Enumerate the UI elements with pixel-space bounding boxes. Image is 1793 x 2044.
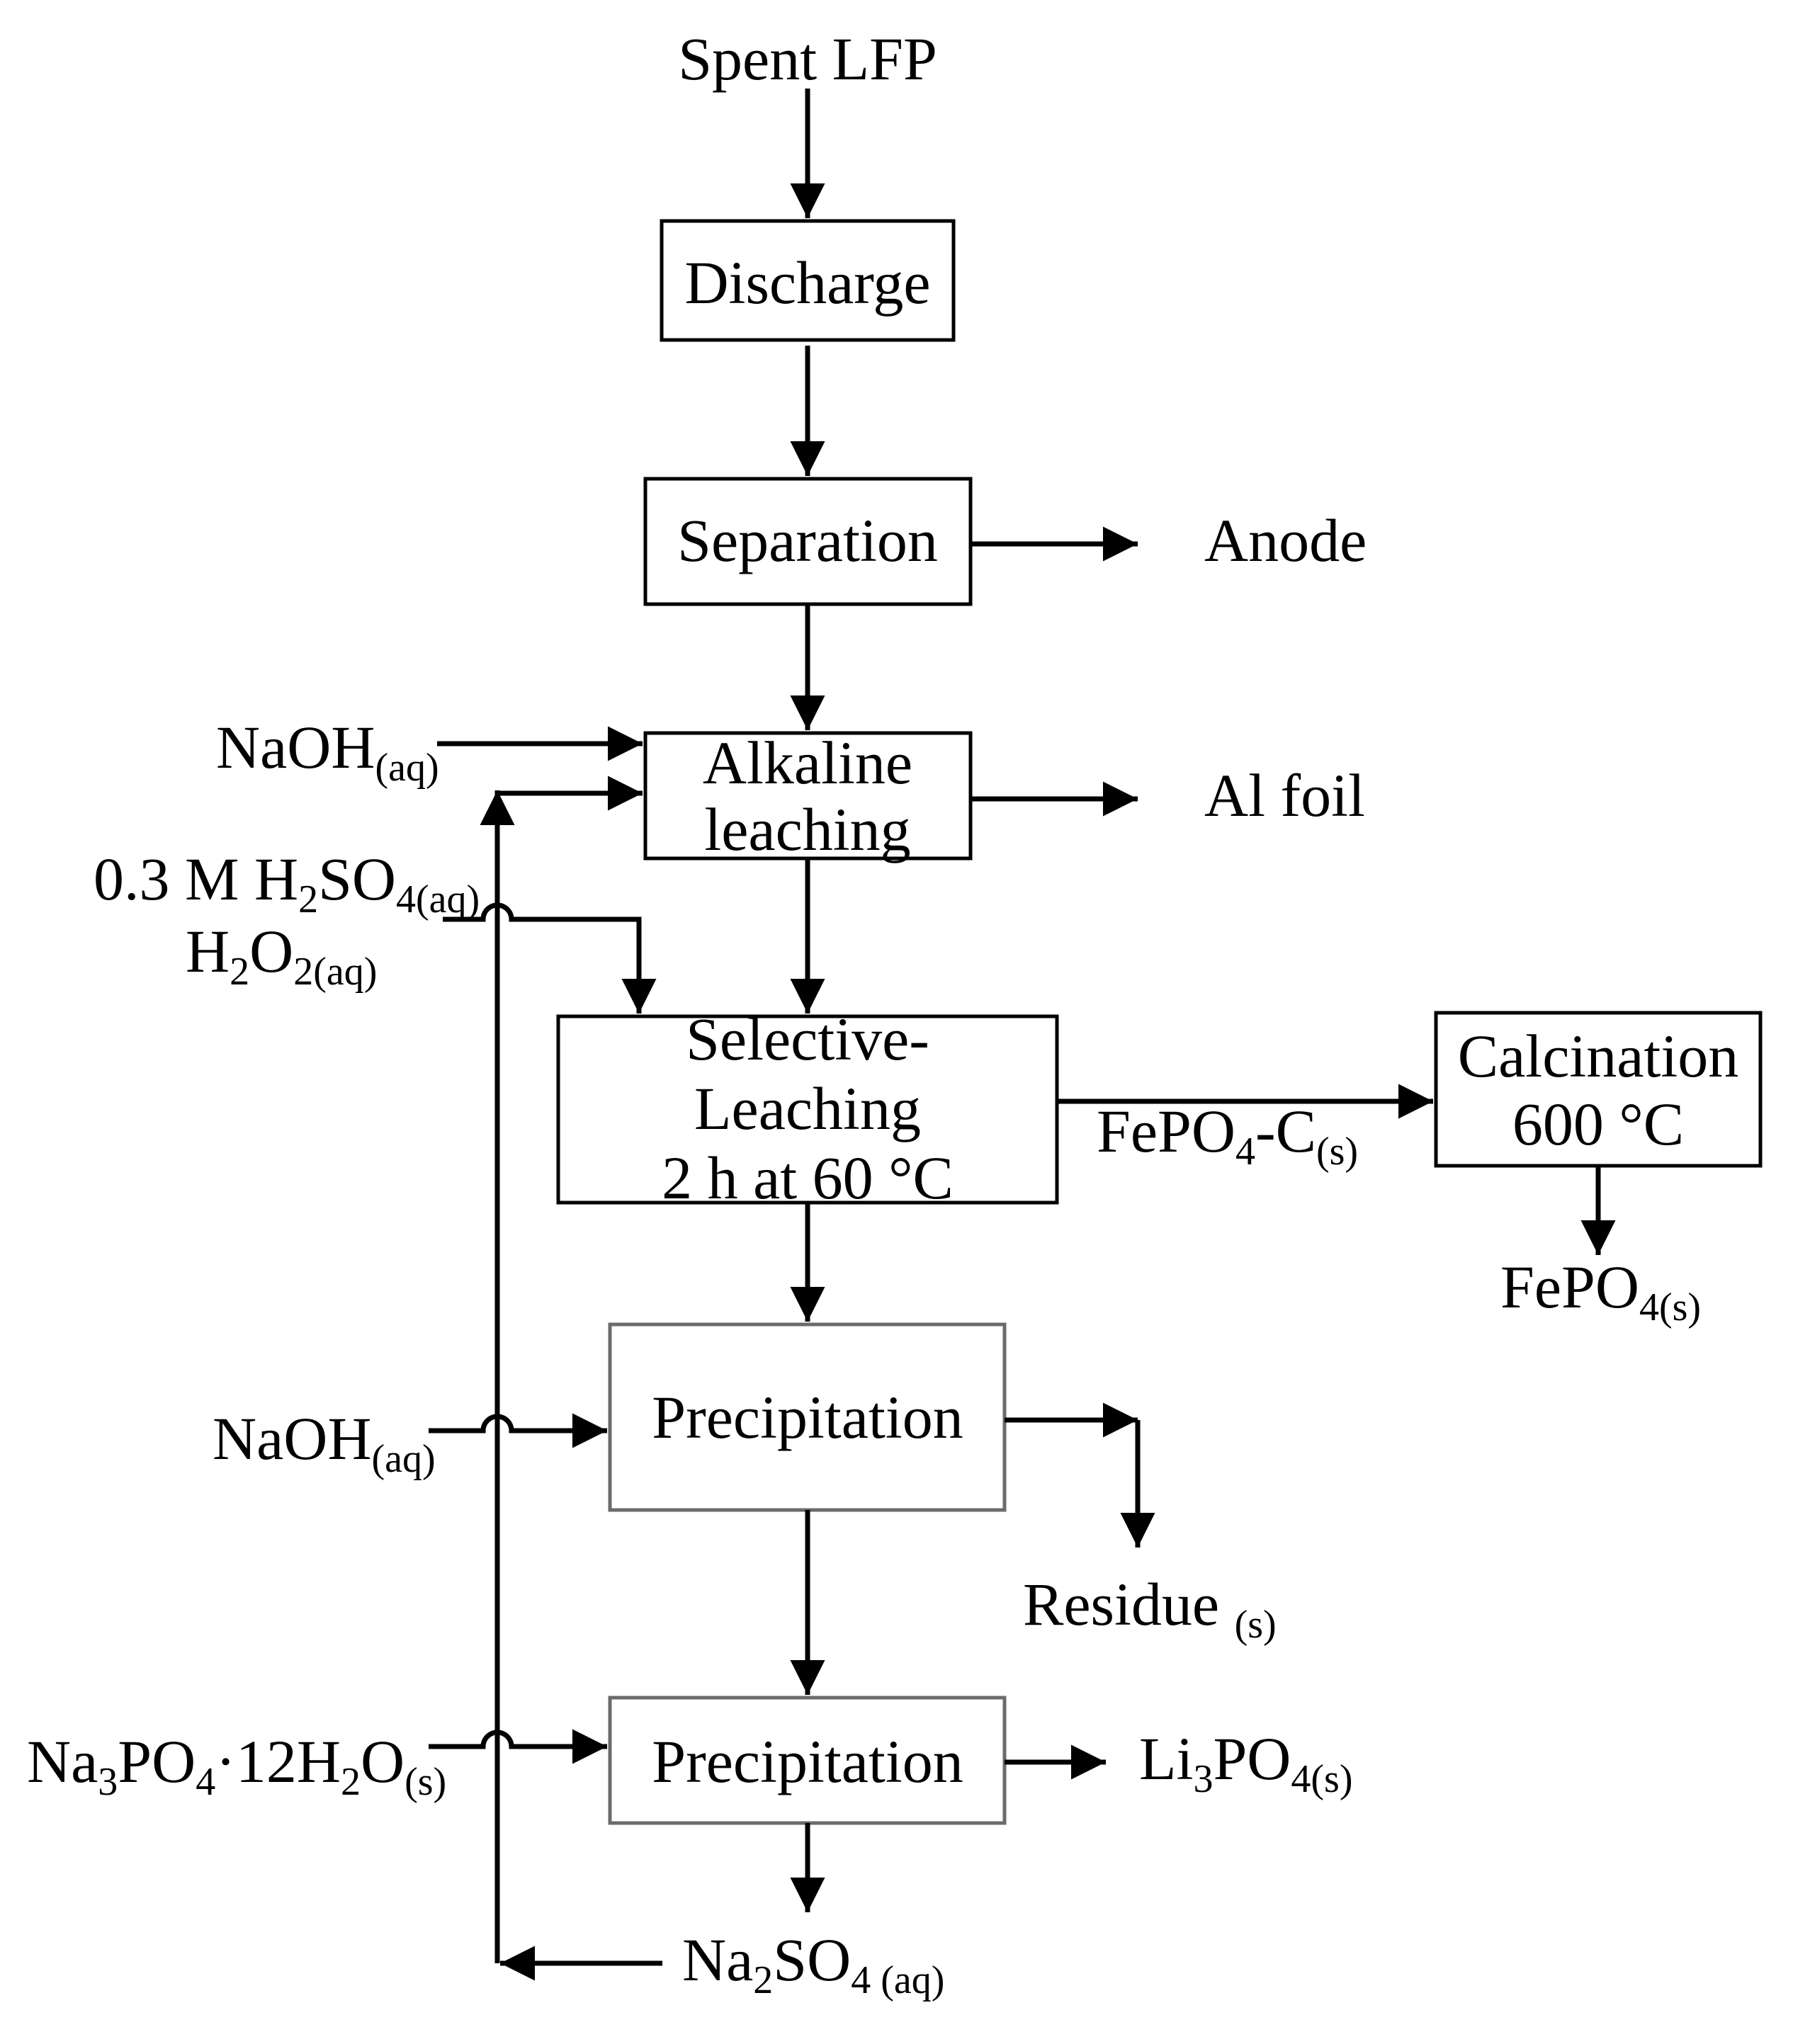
- selective-leaching-label-line2: Leaching: [694, 1074, 921, 1142]
- h2o2-input-label: H2O2(aq): [186, 917, 377, 994]
- discharge-label: Discharge: [684, 249, 930, 317]
- separation-box: [643, 477, 973, 606]
- precipitation-1-box: [608, 1322, 1007, 1512]
- alkaline-leaching-box: [643, 731, 973, 861]
- alkaline-leaching-label-line2: leaching: [704, 795, 910, 863]
- li3po4-label: Li3PO4(s): [1139, 1725, 1352, 1801]
- selective-leaching-label-line1: Selective-: [686, 1005, 929, 1073]
- calcination-label-line2: 600 °C: [1512, 1090, 1684, 1158]
- arrow-naoh-to-precip1: [429, 1413, 607, 1448]
- naoh-input-1-label: NaOH(aq): [216, 713, 439, 790]
- precipitation-1-label: Precipitation: [652, 1383, 963, 1451]
- arrow-na3po4-to-precip2: [429, 1729, 607, 1764]
- fepo4-label: FePO4(s): [1500, 1253, 1701, 1329]
- na2so4-label: Na2SO4 (aq): [682, 1926, 944, 2002]
- na3po4-input-label: Na3PO4·12H2O(s): [27, 1727, 446, 1804]
- precipitation-2-label: Precipitation: [652, 1727, 963, 1795]
- naoh-input-2-label: NaOH(aq): [213, 1404, 436, 1481]
- selective-leaching-label-line3: 2 h at 60 °C: [662, 1144, 954, 1212]
- al-foil-label: Al foil: [1204, 761, 1365, 829]
- residue-label: Residue (s): [1023, 1570, 1277, 1647]
- spent-lfp-label: Spent LFP: [678, 25, 937, 93]
- calcination-label-line1: Calcination: [1458, 1022, 1738, 1090]
- selective-leaching-box: [556, 1014, 1059, 1205]
- fepo4-c-label: FePO4-C(s): [1097, 1097, 1358, 1174]
- anode-label: Anode: [1204, 506, 1367, 574]
- h2so4-input-label: 0.3 M H2SO4(aq): [94, 845, 480, 921]
- alkaline-leaching-label-line1: Alkaline: [703, 729, 912, 797]
- discharge-box: [660, 219, 956, 342]
- separation-label: Separation: [677, 506, 938, 574]
